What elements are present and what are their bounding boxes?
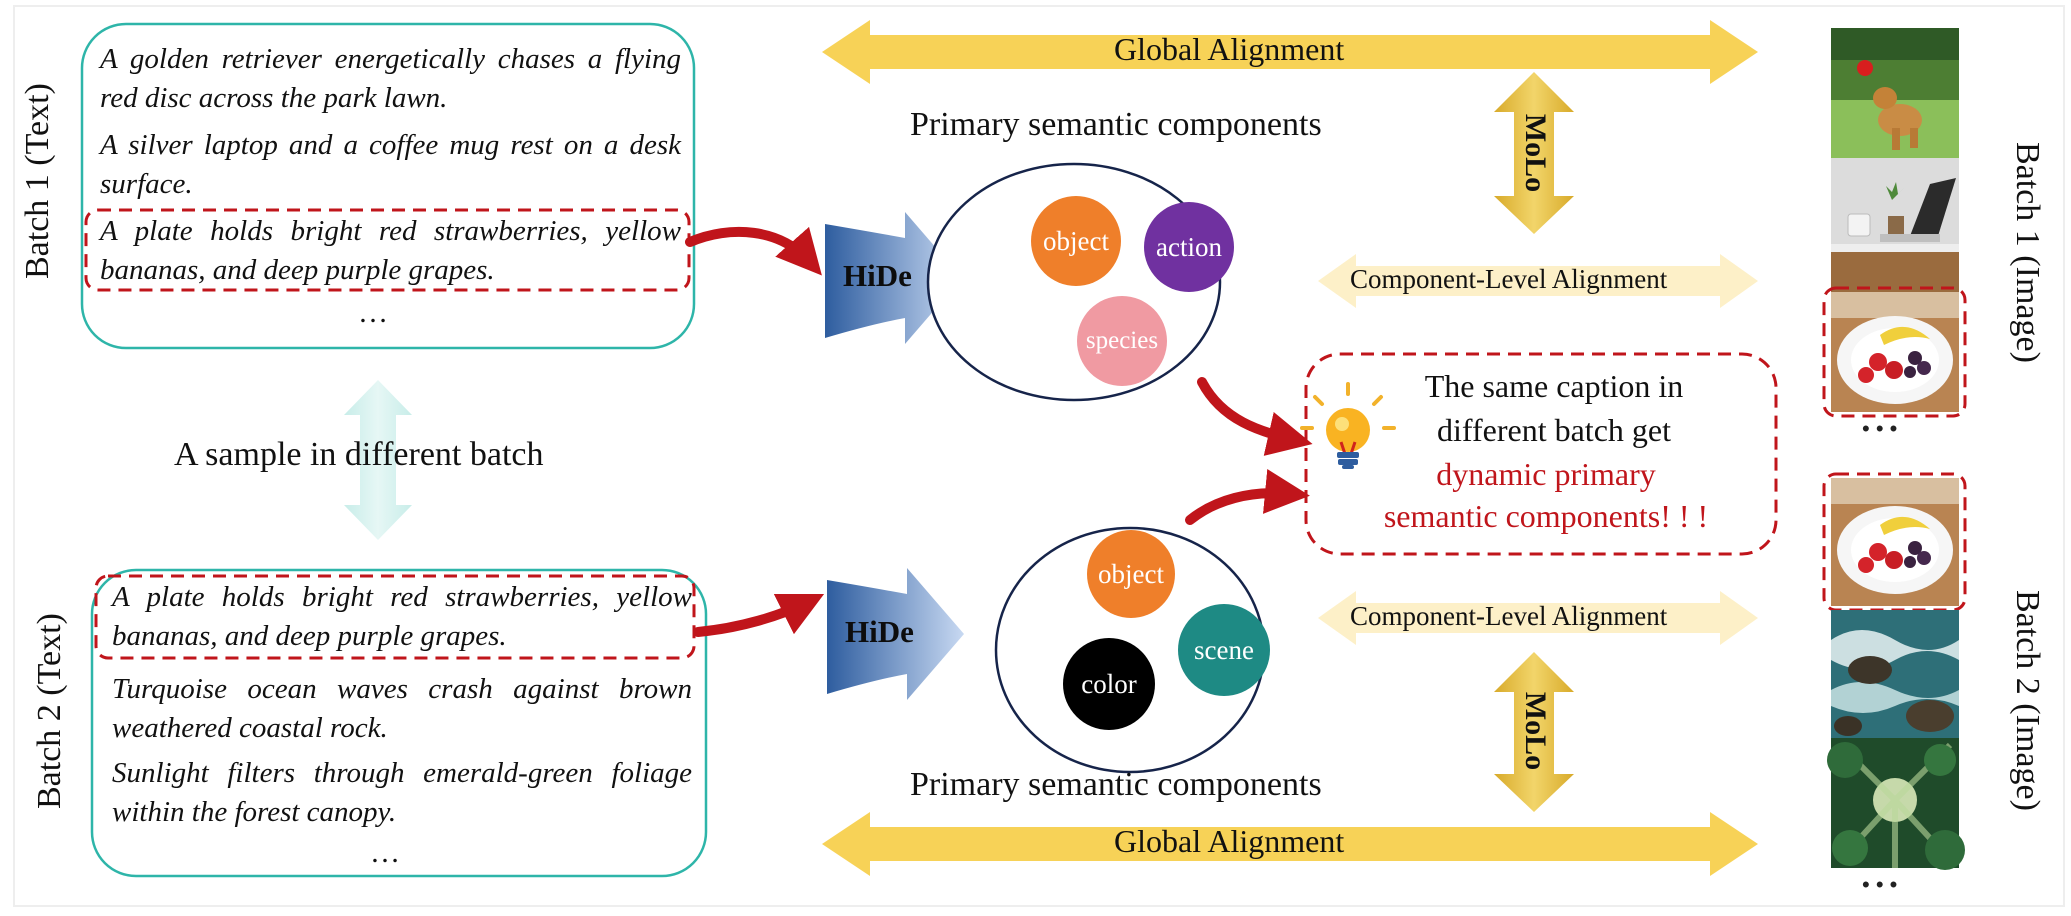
batch1-caption-2: A silver laptop and a coffee mug rest on… xyxy=(100,129,681,200)
batch2-image-label: Batch 2 (Image) xyxy=(2009,590,2046,811)
insight-highlight-1: dynamic primary xyxy=(1436,456,1656,492)
component-alignment-arrow-bottom-icon xyxy=(1318,591,1758,645)
insight-highlight-2: semantic components! ! ! xyxy=(1383,498,1709,534)
batch1-image-ellipsis: • • • xyxy=(1862,416,1898,441)
global-alignment-arrow-top-icon xyxy=(822,20,1758,84)
lightbulb-icon xyxy=(1300,382,1396,469)
molo-label-top: MoLo xyxy=(1519,113,1552,193)
molo-double-arrow-bottom-icon xyxy=(1494,652,1574,812)
insight-line-1: The same caption in xyxy=(1424,368,1684,404)
batch2-text-label: Batch 2 (Text) xyxy=(31,613,68,809)
batch2-ellipsis: … xyxy=(370,836,400,869)
curved-arrow-icon xyxy=(1197,377,1313,456)
hide-chevron-arrow-icon xyxy=(827,568,964,700)
hide-label-top: HiDe xyxy=(843,258,912,293)
primary-components-title-top: Primary semantic components xyxy=(910,106,1322,143)
component-species-top: species xyxy=(1077,296,1167,386)
global-alignment-label-top: Global Alignment xyxy=(1114,31,1345,67)
batch1-ellipsis: … xyxy=(358,296,388,329)
molo-double-arrow-top-icon xyxy=(1494,72,1574,234)
insight-box xyxy=(1304,352,1778,556)
component-alignment-arrow-top-icon xyxy=(1318,254,1758,308)
curved-arrow-icon xyxy=(693,593,825,637)
batch2-highlight-box xyxy=(94,574,696,660)
photo-dog xyxy=(1831,28,1959,158)
component-action-top: action xyxy=(1144,202,1234,292)
component-object-bottom: object xyxy=(1087,530,1175,618)
component-object-top: object xyxy=(1031,196,1121,286)
primary-components-title-bottom: Primary semantic components xyxy=(910,766,1322,803)
photo-fruit-plate-batch2 xyxy=(1831,478,1959,606)
component-scene-bottom: scene xyxy=(1178,604,1270,696)
insight-line-2: different batch get xyxy=(1437,412,1671,448)
photo-laptop xyxy=(1831,158,1959,292)
batch2-image-ellipsis: • • • xyxy=(1862,872,1898,897)
photo-fruit-plate-batch1 xyxy=(1831,292,1959,412)
component-color-bottom: color xyxy=(1063,638,1155,730)
batch1-text-label: Batch 1 (Text) xyxy=(19,83,56,279)
curved-arrow-icon xyxy=(685,226,822,276)
global-alignment-arrow-bottom-icon xyxy=(822,812,1758,876)
component-alignment-label-bottom: Component-Level Alignment xyxy=(1350,601,1668,631)
batch1-text-box xyxy=(80,22,696,350)
molo-label-bottom: MoLo xyxy=(1519,691,1552,771)
batch2-caption-2: Turquoise ocean waves crash against brow… xyxy=(112,673,692,744)
photo-highlight-batch1 xyxy=(1822,286,1967,418)
outer-frame xyxy=(13,5,2065,907)
component-alignment-label-top: Component-Level Alignment xyxy=(1350,264,1668,294)
hide-chevron-arrow-icon xyxy=(825,212,962,344)
global-alignment-label-bottom: Global Alignment xyxy=(1114,823,1345,859)
photo-ocean xyxy=(1831,610,1959,738)
batch2-caption-3: Sunlight filters through emerald-green f… xyxy=(112,757,692,828)
batch1-caption-1: A golden retriever energetically chases … xyxy=(100,43,681,114)
photo-forest xyxy=(1827,738,1965,870)
batch1-image-label: Batch 1 (Image) xyxy=(2009,142,2046,363)
sample-double-arrow-icon xyxy=(344,380,412,540)
batch1-caption-3: A plate holds bright red strawberries, y… xyxy=(100,215,681,286)
batch2-caption-1: A plate holds bright red strawberries, y… xyxy=(112,581,692,652)
batch2-text-box xyxy=(90,568,708,878)
curved-arrow-icon xyxy=(1185,469,1310,525)
hide-label-bottom: HiDe xyxy=(845,614,914,649)
sample-label: A sample in different batch xyxy=(174,436,544,473)
